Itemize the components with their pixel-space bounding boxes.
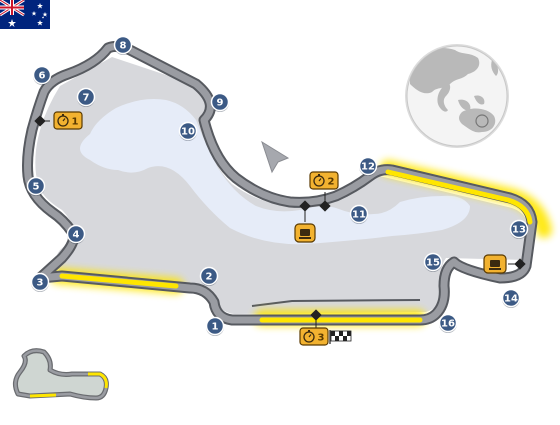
turn-marker-16: 16 xyxy=(438,313,458,333)
globe-locator-icon xyxy=(405,44,509,148)
turn-marker-4: 4 xyxy=(66,224,86,244)
turn-marker-5: 5 xyxy=(26,176,46,196)
turn-marker-12: 12 xyxy=(358,156,378,176)
turn-marker-9: 9 xyxy=(210,92,230,112)
turn-marker-7: 7 xyxy=(76,87,96,107)
turn-number: 14 xyxy=(504,294,518,305)
direction-arrow-icon xyxy=(261,140,290,174)
turn-marker-11: 11 xyxy=(349,204,369,224)
drs-zone-2 xyxy=(59,273,179,289)
track-surface xyxy=(24,42,536,324)
sector-3-split-marker xyxy=(310,309,322,330)
checkered-flag-icon xyxy=(329,330,352,344)
lake xyxy=(80,99,470,245)
sector-number: 1 xyxy=(72,117,79,128)
turn-marker-14: 14 xyxy=(501,288,521,308)
turn-number: 8 xyxy=(120,41,127,52)
turn-number: 10 xyxy=(181,127,195,138)
turn-number: 9 xyxy=(217,98,224,109)
sector-2-split-marker xyxy=(299,192,331,222)
turn-marker-1: 1 xyxy=(205,316,225,336)
turn-number: 1 xyxy=(212,322,219,333)
turn-number: 11 xyxy=(352,210,366,221)
australia-flag-icon xyxy=(0,0,50,29)
turn-marker-10: 10 xyxy=(178,121,198,141)
speed-trap-split-marker xyxy=(508,258,526,270)
stopwatch-icon xyxy=(313,174,325,187)
turn-marker-15: 15 xyxy=(423,252,443,272)
turn-marker-2: 2 xyxy=(199,266,219,286)
stopwatch-icon xyxy=(57,114,69,127)
sector-2-badge: 2 xyxy=(309,171,339,190)
sector-number: 3 xyxy=(318,333,325,344)
turn-number: 5 xyxy=(33,182,40,193)
turn-marker-3: 3 xyxy=(30,272,50,292)
pit-lane xyxy=(251,299,421,307)
turn-number: 2 xyxy=(206,272,213,283)
turn-number: 3 xyxy=(37,278,44,289)
turn-number: 16 xyxy=(441,319,455,330)
speed-trap-icon xyxy=(294,223,316,243)
sector-number: 2 xyxy=(328,177,335,188)
turn-number: 6 xyxy=(39,71,46,82)
speed-trap-icon xyxy=(483,254,507,274)
turn-marker-8: 8 xyxy=(113,35,133,55)
turn-number: 13 xyxy=(512,225,526,236)
turn-marker-13: 13 xyxy=(509,219,529,239)
sector-1-split-marker xyxy=(34,115,50,127)
turn-number: 4 xyxy=(73,230,80,241)
track-minimap-icon xyxy=(12,348,109,401)
stopwatch-icon xyxy=(303,330,315,343)
sector-3-badge: 3 xyxy=(299,327,329,346)
turn-marker-6: 6 xyxy=(32,65,52,85)
turn-number: 7 xyxy=(83,93,90,104)
drs-zone-1 xyxy=(385,169,533,225)
turn-number: 12 xyxy=(361,162,375,173)
sector-1-badge: 1 xyxy=(53,111,83,130)
turn-number: 15 xyxy=(426,258,440,269)
